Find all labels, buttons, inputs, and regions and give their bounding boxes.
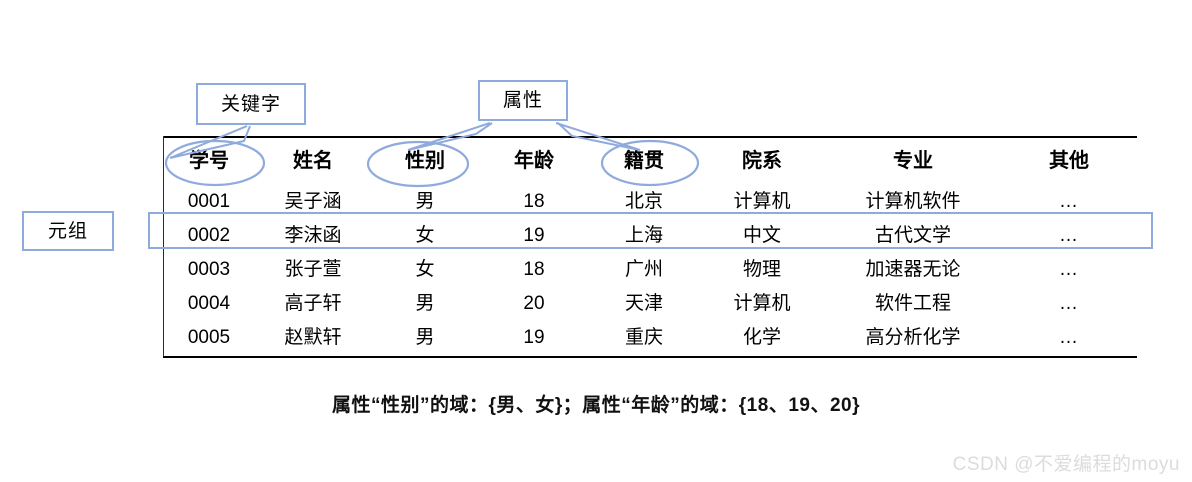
table-row: 0004 高子轩 男 20 天津 计算机 软件工程 … — [163, 286, 1137, 320]
cell-xingbie: 女 — [415, 224, 435, 246]
cell-zhuanye: 古代文学 — [874, 224, 951, 246]
column-header-xingming: 姓名 — [293, 150, 333, 172]
cell-yuanxi: 中文 — [742, 224, 781, 246]
column-header-jiguan: 籍贯 — [624, 150, 664, 172]
table-row: 0003 张子萱 女 18 广州 物理 加速器无论 … — [163, 252, 1137, 286]
cell-xingming: 张子萱 — [284, 258, 342, 280]
table-header-row: 学号 姓名 性别 年龄 籍贯 院系 专业 其他 — [163, 138, 1137, 184]
cell-nianling: 19 — [523, 326, 545, 348]
table-row: 0002 李沫函 女 19 上海 中文 古代文学 … — [163, 218, 1137, 252]
cell-jiguan: 天津 — [624, 292, 663, 314]
cell-jiguan: 北京 — [624, 190, 663, 212]
cell-xingbie: 男 — [415, 326, 435, 348]
cell-yuanxi: 计算机 — [733, 292, 791, 314]
cell-qita: … — [1059, 258, 1079, 280]
cell-xingming: 吴子涵 — [284, 190, 342, 212]
csdn-watermark: CSDN @不爱编程的moyu — [952, 454, 1180, 475]
cell-xuehao: 0001 — [187, 190, 231, 212]
cell-xingbie: 男 — [415, 190, 435, 212]
cell-zhuanye: 高分析化学 — [865, 326, 961, 348]
cell-zhuanye: 软件工程 — [874, 292, 951, 314]
cell-jiguan: 重庆 — [624, 326, 663, 348]
callout-attribute: 属性 — [478, 80, 568, 121]
cell-yuanxi: 计算机 — [733, 190, 791, 212]
cell-xingming: 李沫函 — [284, 224, 342, 246]
cell-xingbie: 女 — [415, 258, 435, 280]
cell-qita: … — [1059, 190, 1079, 212]
column-header-qita: 其他 — [1049, 150, 1089, 172]
column-header-zhuanye: 专业 — [893, 150, 933, 172]
table-row: 0005 赵默轩 男 19 重庆 化学 高分析化学 … — [163, 320, 1137, 354]
cell-yuanxi: 物理 — [742, 258, 781, 280]
cell-qita: … — [1059, 326, 1079, 348]
cell-nianling: 19 — [523, 224, 545, 246]
cell-xuehao: 0002 — [187, 224, 231, 246]
cell-qita: … — [1059, 292, 1079, 314]
cell-jiguan: 广州 — [624, 258, 663, 280]
caption-text: 属性“性别”的域：{男、女}；属性“年龄”的域：{18、19、20} — [332, 395, 860, 416]
cell-jiguan: 上海 — [624, 224, 663, 246]
callout-keyword-label: 关键字 — [220, 93, 281, 115]
tuple-highlight-box — [148, 212, 1153, 249]
column-header-nianling: 年龄 — [514, 150, 554, 172]
cell-nianling: 20 — [523, 292, 545, 314]
table-bottom-rule — [163, 356, 1137, 358]
cell-zhuanye: 计算机软件 — [865, 190, 961, 212]
cell-xuehao: 0005 — [187, 326, 231, 348]
callout-tuple: 元组 — [22, 211, 114, 251]
cell-qita: … — [1059, 224, 1079, 246]
column-header-yuanxi: 院系 — [742, 150, 782, 172]
cell-xingbie: 男 — [415, 292, 435, 314]
cell-xuehao: 0003 — [187, 258, 231, 280]
cell-xuehao: 0004 — [187, 292, 231, 314]
cell-xingming: 高子轩 — [284, 292, 342, 314]
cell-nianling: 18 — [523, 190, 545, 212]
column-header-xuehao: 学号 — [189, 150, 229, 172]
callout-keyword: 关键字 — [196, 83, 306, 125]
column-header-xingbie: 性别 — [405, 150, 445, 172]
callout-attribute-label: 属性 — [502, 90, 543, 111]
cell-nianling: 18 — [523, 258, 545, 280]
callout-tuple-label: 元组 — [47, 220, 88, 242]
table-top-rule — [163, 136, 1137, 138]
cell-zhuanye: 加速器无论 — [865, 258, 961, 280]
cell-xingming: 赵默轩 — [284, 326, 342, 348]
table-row: 0001 吴子涵 男 18 北京 计算机 计算机软件 … — [163, 184, 1137, 218]
cell-yuanxi: 化学 — [742, 326, 781, 348]
